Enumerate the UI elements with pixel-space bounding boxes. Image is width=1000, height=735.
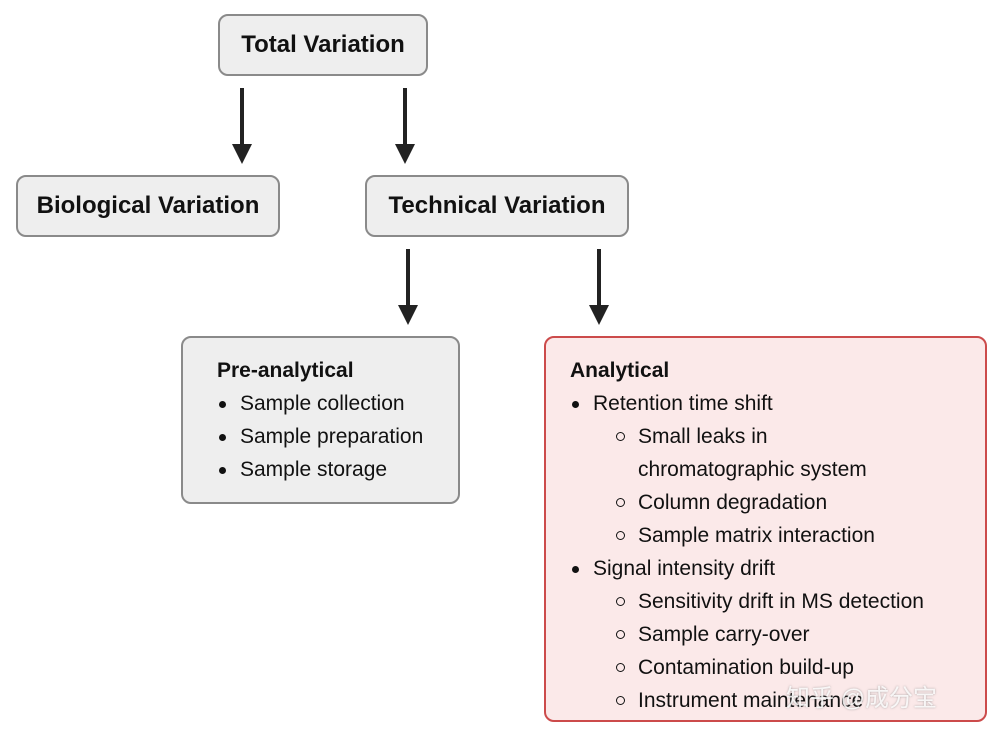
list-item: Contamination build-up (614, 651, 985, 684)
list-item: Small leaks in chromatographic system (614, 420, 888, 486)
watermark: 知乎 @成分宝 (786, 685, 938, 712)
analytical-group-retention: Retention time shift Small leaks in chro… (570, 387, 985, 552)
list-item: Sample preparation (217, 420, 458, 453)
list-item: Column degradation (614, 486, 985, 519)
arrow-technical-to-analytical (589, 249, 609, 325)
node-pre-analytical: Pre-analytical Sample collection Sample … (181, 336, 460, 504)
signal-sublist: Sensitivity drift in MS detection Sample… (614, 585, 985, 717)
node-technical-variation: Technical Variation (365, 175, 629, 237)
analytical-title: Analytical (570, 359, 670, 382)
node-total-variation-label: Total Variation (241, 31, 405, 58)
list-item: Sensitivity drift in MS detection (614, 585, 985, 618)
node-total-variation: Total Variation (218, 14, 428, 76)
pre-analytical-list: Sample collection Sample preparation Sam… (217, 387, 458, 486)
list-item: Sample matrix interaction (614, 519, 985, 552)
list-item: Sample carry-over (614, 618, 985, 651)
list-item: Sample collection (217, 387, 458, 420)
arrow-technical-to-pre-analytical (398, 249, 418, 325)
node-analytical: Analytical Retention time shift Small le… (544, 336, 987, 722)
group-label: Retention time shift (593, 392, 773, 415)
node-biological-variation: Biological Variation (16, 175, 280, 237)
retention-sublist: Small leaks in chromatographic system Co… (614, 420, 985, 552)
node-technical-variation-label: Technical Variation (388, 192, 606, 219)
analytical-list: Retention time shift Small leaks in chro… (570, 387, 985, 717)
list-item: Sample storage (217, 453, 458, 486)
arrow-total-to-technical (395, 88, 415, 164)
list-item: Instrument maintenance (614, 684, 985, 717)
arrow-total-to-biological (232, 88, 252, 164)
pre-analytical-title: Pre-analytical (217, 359, 354, 382)
group-label: Signal intensity drift (593, 557, 776, 580)
analytical-group-signal: Signal intensity drift Sensitivity drift… (570, 552, 985, 717)
node-biological-variation-label: Biological Variation (36, 192, 260, 219)
